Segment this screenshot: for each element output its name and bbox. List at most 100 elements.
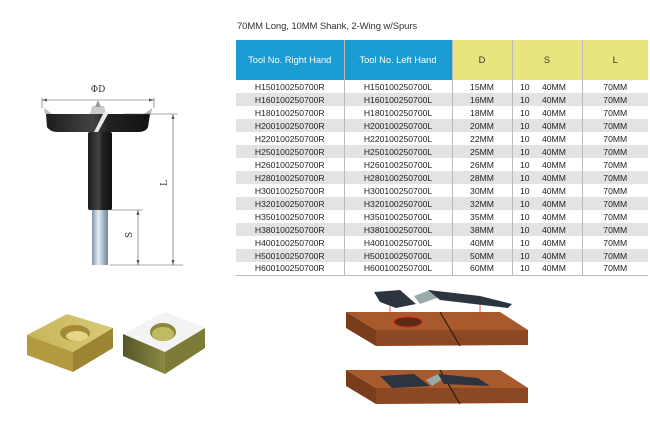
cell-d: 30MM: [452, 184, 513, 197]
cell-s-min: 10: [520, 198, 530, 209]
header-left-hand: Tool No. Left Hand: [344, 40, 453, 80]
cell-right-hand: H350100250700R: [236, 210, 345, 223]
cell-left-hand: H500100250700L: [344, 249, 453, 262]
cell-s-min: 10: [520, 185, 530, 196]
cell-s-max: 40MM: [542, 263, 566, 274]
cell-d: 20MM: [452, 119, 513, 132]
cell-d: 38MM: [452, 223, 513, 236]
cell-l: 70MM: [582, 145, 648, 158]
cell-l: 70MM: [603, 211, 628, 222]
cell-right-hand: H200100250700R: [236, 119, 345, 132]
cell-left-hand: H160100250700L: [344, 93, 453, 106]
cell-l: 70MM: [582, 249, 648, 262]
cell-d: 50MM: [452, 249, 513, 262]
cell-l: 70MM: [603, 81, 628, 92]
cell-left-hand: H220100250700L: [344, 132, 453, 145]
cell-d: 18MM: [452, 106, 513, 119]
cell-right-hand: H300100250700R: [236, 184, 345, 197]
cell-d: 28MM: [452, 171, 513, 184]
cell-right-hand: H500100250700R: [236, 249, 345, 262]
cell-s: 10 40MM: [512, 210, 583, 223]
cell-s: 10 40MM: [512, 132, 583, 145]
cell-s: 10 40MM: [512, 236, 583, 249]
cell-left-hand: H300100250700L: [344, 184, 453, 197]
cell-s-max: 40MM: [542, 120, 566, 131]
cell-s-min: 10: [520, 211, 530, 222]
cell-s-max: 40MM: [542, 185, 566, 196]
drill-bit-diagram: ΦD L S: [41, 85, 183, 266]
cell-right-hand: H260100250700R: [236, 158, 345, 171]
length-label: L: [160, 180, 170, 186]
cell-s-max: 40MM: [542, 237, 566, 248]
cell-right-hand: H600100250700R: [236, 262, 345, 276]
cell-s-min: 10: [520, 146, 530, 157]
cell-s-min: 10: [520, 263, 530, 274]
cell-s: 10 40MM: [512, 262, 583, 276]
table-header-row: Tool No. Right Hand Tool No. Left Hand D…: [236, 40, 648, 80]
cell-left-hand: H180100250700L: [344, 106, 453, 119]
wood-blocks-illustration: [27, 312, 205, 374]
cell-s-max: 40MM: [542, 211, 566, 222]
cell-s: 10 40MM: [512, 145, 583, 158]
cell-s-min: 10: [520, 133, 530, 144]
header-s: S: [512, 40, 583, 80]
cell-left-hand: H250100250700L: [344, 145, 453, 158]
cell-l: 70MM: [582, 119, 648, 132]
cell-s-min: 10: [520, 237, 530, 248]
cell-l: 70MM: [603, 237, 628, 248]
cell-right-hand: H180100250700R: [236, 106, 345, 119]
spec-table: Tool No. Right Hand Tool No. Left Hand D…: [236, 40, 648, 276]
cell-left-hand: H260100250700L: [344, 158, 453, 171]
cell-l: 70MM: [603, 107, 628, 118]
cell-l: 70MM: [582, 223, 648, 236]
cell-s-min: 10: [520, 172, 530, 183]
cell-left-hand: H400100250700L: [344, 236, 453, 249]
shank-label: S: [125, 232, 135, 238]
cell-s-min: 10: [520, 81, 530, 92]
cell-s-max: 40MM: [542, 146, 566, 157]
cell-d: 40MM: [452, 236, 513, 249]
cell-d: 16MM: [452, 93, 513, 106]
cell-s-max: 40MM: [542, 107, 566, 118]
cell-l: 70MM: [603, 159, 628, 170]
cell-s-min: 10: [520, 250, 530, 261]
cell-left-hand: H320100250700L: [344, 197, 453, 210]
cell-s: 10 40MM: [512, 106, 583, 119]
cell-s-max: 40MM: [542, 250, 566, 261]
cell-l: 70MM: [582, 93, 648, 106]
cell-right-hand: H280100250700R: [236, 171, 345, 184]
cell-d: 32MM: [452, 197, 513, 210]
cell-right-hand: H220100250700R: [236, 132, 345, 145]
cell-left-hand: H150100250700L: [344, 80, 453, 93]
cell-l: 70MM: [603, 185, 628, 196]
cell-l: 70MM: [582, 262, 648, 276]
cell-d: 26MM: [452, 158, 513, 171]
cell-s-max: 40MM: [542, 133, 566, 144]
cell-s-min: 10: [520, 224, 530, 235]
cell-right-hand: H150100250700R: [236, 80, 345, 93]
header-l: L: [582, 40, 648, 80]
cell-d: 25MM: [452, 145, 513, 158]
cell-s-min: 10: [520, 94, 530, 105]
cell-s-min: 10: [520, 107, 530, 118]
cell-l: 70MM: [582, 171, 648, 184]
cell-right-hand: H250100250700R: [236, 145, 345, 158]
cell-right-hand: H320100250700R: [236, 197, 345, 210]
